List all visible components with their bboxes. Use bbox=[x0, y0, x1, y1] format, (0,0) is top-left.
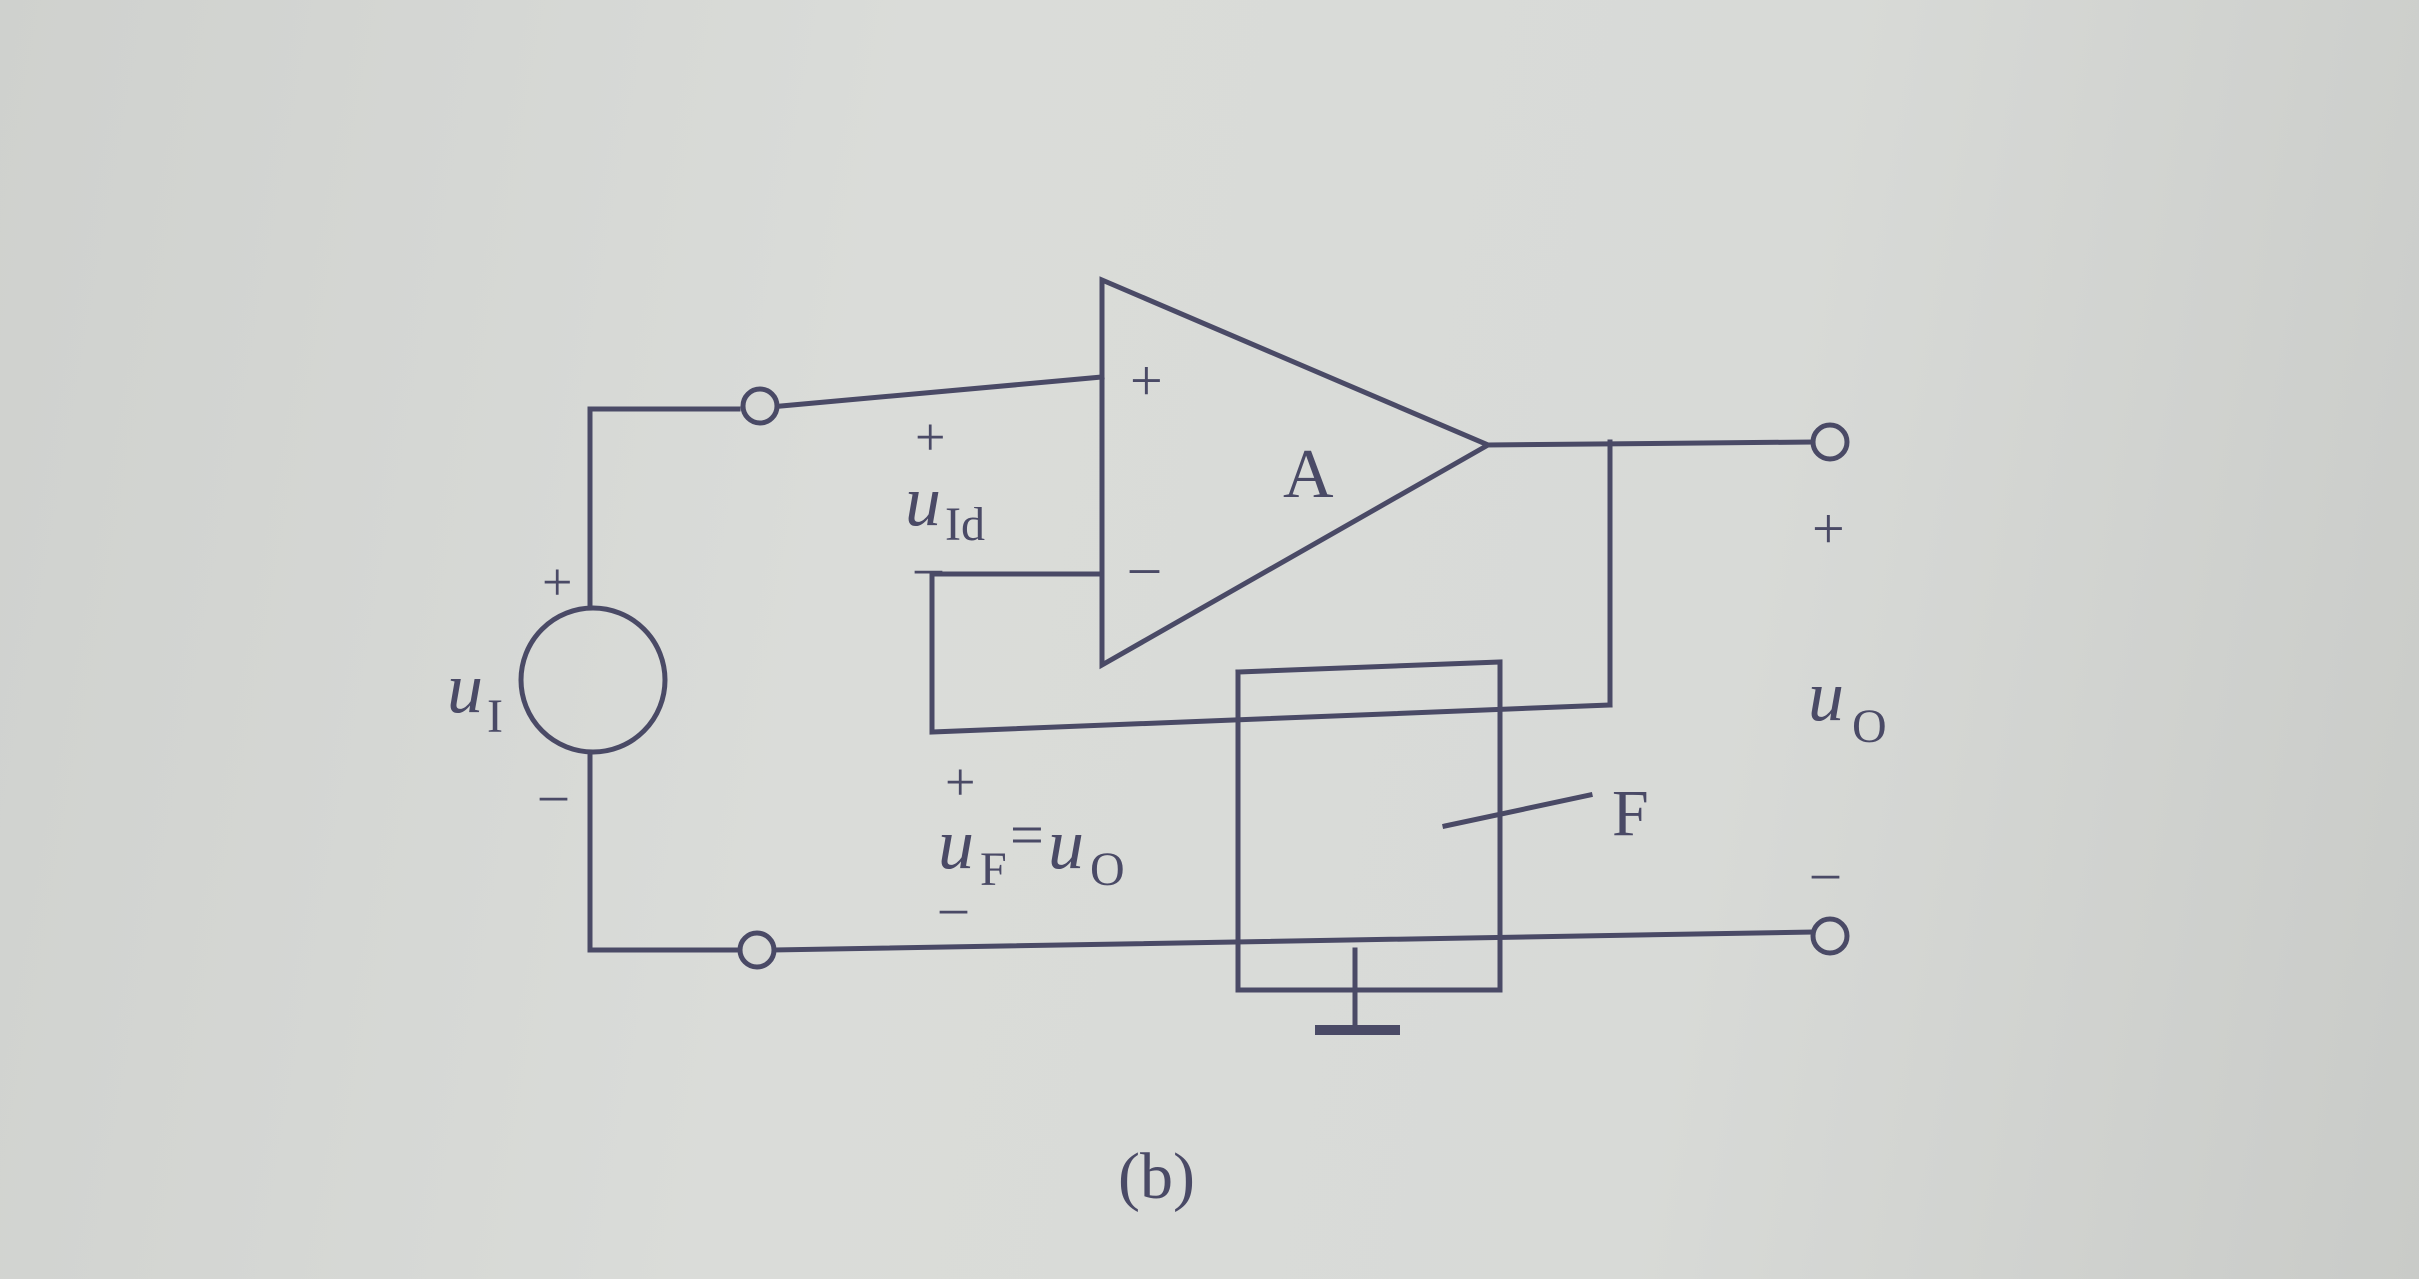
feedback-network-box bbox=[1235, 659, 1503, 993]
wire-output bbox=[1485, 439, 1815, 448]
uf-label-sub: F bbox=[980, 843, 1007, 896]
uid-plus: + bbox=[915, 407, 945, 467]
source-label-sub: I bbox=[487, 690, 503, 743]
uf-label: u bbox=[938, 804, 974, 884]
source-label: u bbox=[447, 648, 483, 728]
uf-equals: = bbox=[1010, 802, 1044, 868]
input-terminal-top bbox=[740, 386, 780, 426]
uf-minus: – bbox=[939, 877, 968, 937]
source-minus: – bbox=[539, 764, 568, 824]
uid-label-sub: Id bbox=[945, 498, 985, 551]
uf-plus: + bbox=[945, 752, 975, 812]
uid-minus: – bbox=[914, 537, 943, 597]
output-label-sub: O bbox=[1852, 700, 1887, 753]
wire-feedback bbox=[929, 571, 1613, 735]
uf-rhs-sub: O bbox=[1090, 843, 1125, 896]
output-terminal-bottom bbox=[1810, 916, 1850, 956]
uid-label: u bbox=[905, 461, 941, 541]
uf-rhs-label: u bbox=[1048, 804, 1084, 884]
input-terminal-bottom bbox=[737, 930, 777, 970]
output-minus: – bbox=[1811, 842, 1840, 902]
wire-source-bottom bbox=[587, 749, 741, 953]
wire-bottom-rail bbox=[771, 929, 1815, 953]
amp-minus-sign: – bbox=[1129, 533, 1160, 598]
figure-caption: (b) bbox=[1118, 1140, 1195, 1213]
amplifier-triangle bbox=[1099, 276, 1494, 670]
amp-plus-sign: + bbox=[1130, 348, 1163, 413]
amplifier-label: A bbox=[1283, 436, 1334, 513]
feedback-label: F bbox=[1612, 777, 1649, 850]
output-label: u bbox=[1808, 656, 1844, 736]
source-plus: + bbox=[542, 552, 572, 612]
wire-to-noninverting bbox=[778, 374, 1105, 409]
output-terminal-top bbox=[1810, 422, 1850, 462]
voltage-source-icon bbox=[518, 605, 668, 755]
feedback-pointer bbox=[1442, 792, 1593, 829]
output-plus: + bbox=[1812, 496, 1845, 561]
